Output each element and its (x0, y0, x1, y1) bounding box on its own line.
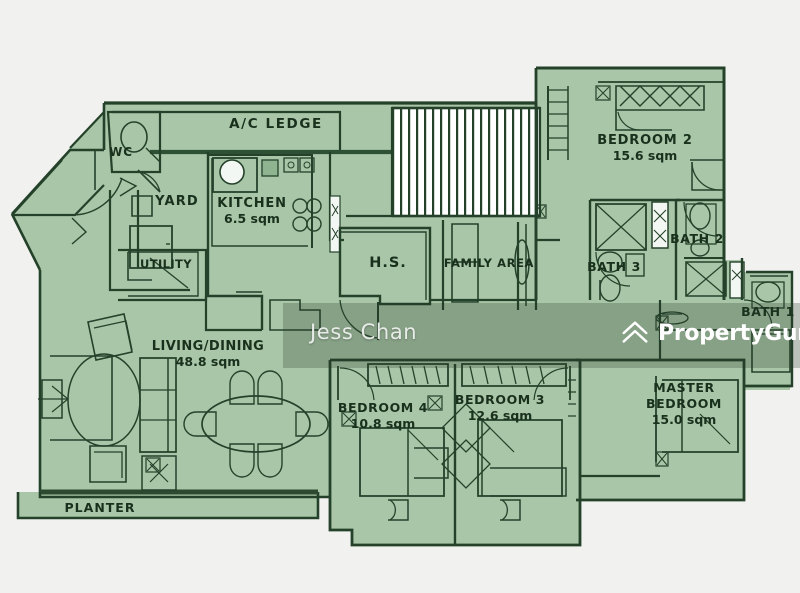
room-label-bath-1: BATH 1 (741, 304, 795, 319)
room-area-living-dining: 48.8 sqm (176, 354, 241, 369)
room-label-bedroom-2: BEDROOM 2 (597, 133, 692, 148)
room-label-ac-ledge: A/C LEDGE (229, 116, 323, 132)
room-label-master-bedroom-line2: BEDROOM (646, 396, 722, 411)
room-label-bath-3: BATH 3 (587, 259, 641, 274)
room-label-planter: PLANTER (65, 500, 136, 515)
room-label-bedroom-3: BEDROOM 3 (455, 392, 545, 407)
wall-outlines (10, 66, 794, 547)
room-label-layer: A/C LEDGE WC YARD KITCHEN 6.5 sqm UTILIT… (65, 116, 795, 515)
room-label-bath-2: BATH 2 (670, 231, 724, 246)
room-area-bedroom-3: 12.6 sqm (468, 408, 533, 423)
room-label-yard: YARD (154, 194, 199, 209)
room-label-kitchen: KITCHEN (217, 196, 287, 211)
room-label-living-dining: LIVING/DINING (152, 339, 264, 354)
propertyguru-house-icon (622, 321, 648, 343)
propertyguru-watermark: PropertyGuru (620, 318, 800, 348)
room-label-hs: H.S. (369, 255, 407, 271)
room-area-bedroom-2: 15.6 sqm (613, 148, 678, 163)
propertyguru-wordmark: PropertyGuru (658, 320, 800, 346)
room-area-bedroom-4: 10.8 sqm (351, 416, 416, 431)
room-label-utility: UTILITY (140, 257, 192, 271)
room-area-master-bedroom: 15.0 sqm (652, 412, 717, 427)
room-area-kitchen: 6.5 sqm (224, 211, 280, 226)
room-label-family-area: FAMILY AREA (444, 256, 534, 270)
room-label-wc: WC (109, 145, 133, 159)
agent-watermark: Jess Chan (310, 320, 418, 344)
room-label-master-bedroom-line1: MASTER (653, 380, 714, 395)
room-label-bedroom-4: BEDROOM 4 (338, 400, 428, 415)
